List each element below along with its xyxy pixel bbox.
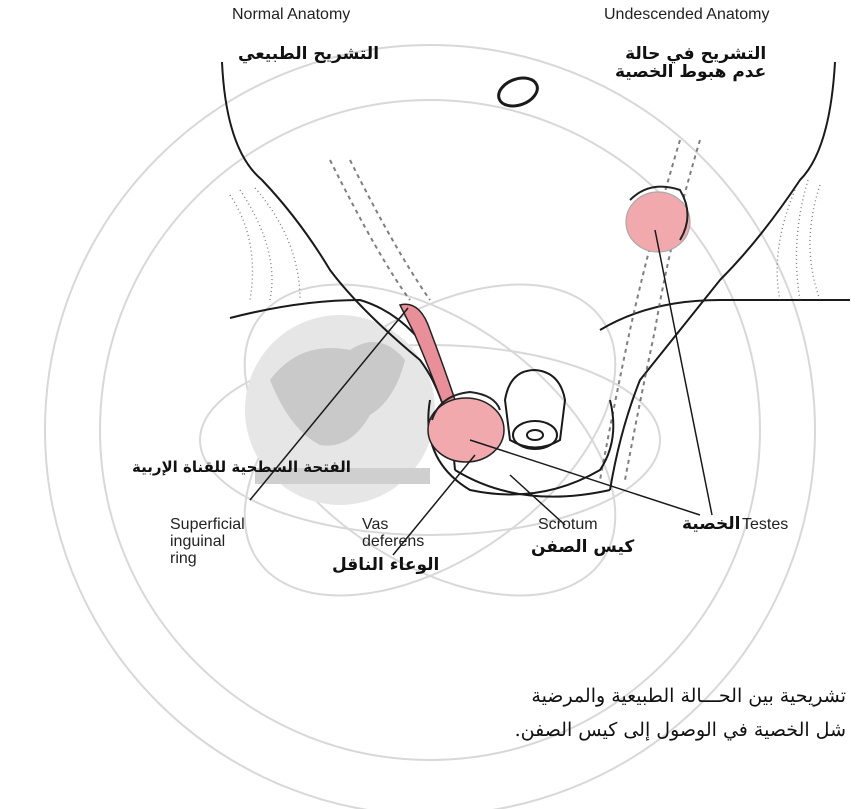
label-vas-ar: الوعاء الناقل	[332, 557, 439, 575]
header-normal-en: Normal Anatomy	[232, 7, 350, 24]
watermark-globe	[245, 315, 435, 505]
header-undescended-en: Undescended Anatomy	[604, 7, 769, 24]
label-testes-en: Testes	[742, 517, 788, 534]
caption-line-2: شل الخصية في الوصول إلى كيس الصفن.	[431, 721, 846, 741]
label-ring-en: Superficial inguinal ring	[170, 517, 245, 567]
label-ring-ar: الفتحة السطحية للقناة الإربية	[132, 460, 351, 476]
header-undescended-ar: التشريح في حالة عدم هبوط الخصية	[615, 46, 766, 82]
navel-icon	[495, 73, 541, 111]
label-scrotum-en: Scrotum	[538, 517, 598, 534]
label-vas-en: Vas deferens	[362, 517, 424, 551]
caption-line-1: تشريحية بين الحـــالة الطبيعية والمرضية	[437, 687, 846, 707]
penis-shape	[505, 370, 565, 449]
header-normal-ar: التشريح الطبيعي	[238, 46, 379, 64]
normal-testis	[428, 392, 504, 462]
label-scrotum-ar: كيس الصفن	[531, 539, 634, 557]
label-testes-ar: الخصية	[682, 516, 740, 534]
